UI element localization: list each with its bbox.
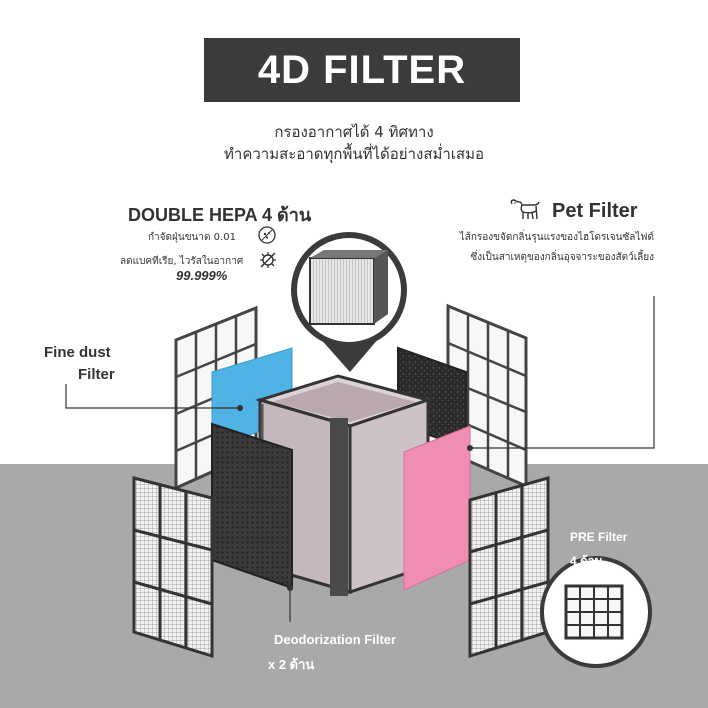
pre-filter-right-front bbox=[468, 476, 550, 659]
hepa-heading: DOUBLE HEPA 4 ด้าน bbox=[128, 205, 312, 225]
title-banner bbox=[204, 38, 520, 102]
pet-note-1: ไส้กรองขจัดกลิ่นรุนแรงของไฮโดรเจนซัลไฟด์ bbox=[459, 232, 654, 243]
deodorization-label-2: x 2 ด้าน bbox=[268, 657, 315, 672]
subtitle-line-2: ทำความสะอาดทุกพื้นที่ได้อย่างสม่ำเสมอ bbox=[224, 145, 484, 163]
pre-filter-left-front bbox=[132, 476, 214, 659]
subtitle-line-1: กรองอากาศได้ 4 ทิศทาง bbox=[274, 123, 434, 141]
page-title: 4D FILTER bbox=[257, 48, 467, 92]
deodorization-filter bbox=[211, 422, 293, 590]
hepa-percent: 99.999% bbox=[176, 268, 228, 283]
hepa-note-1: กำจัดฝุ่นขนาด 0.01 bbox=[148, 232, 236, 243]
pet-heading: Pet Filter bbox=[552, 200, 638, 222]
pre-filter-label-2: 4 ด้าน bbox=[570, 554, 603, 568]
dog-icon bbox=[506, 196, 546, 226]
fine-dust-label-2: Filter bbox=[78, 366, 115, 383]
pet-filter bbox=[403, 425, 471, 591]
fine-dust-leader bbox=[65, 384, 240, 409]
virus-icon bbox=[258, 250, 278, 274]
fine-dust-label-1: Fine dust bbox=[44, 344, 111, 361]
deodorization-label-1: Deodorization Filter bbox=[274, 632, 397, 647]
hepa-note-2: ลดแบคทีเรีย, ไวรัสในอากาศ bbox=[120, 256, 244, 267]
pet-leader bbox=[470, 296, 655, 449]
pre-filter-zoom-callout bbox=[540, 556, 652, 668]
pet-note-2: ซึ่งเป็นสาเหตุของกลิ่นอุจจาระของสัตว์เลี… bbox=[470, 252, 654, 263]
microscope-icon bbox=[258, 226, 276, 248]
pre-filter-label-1: PRE Filter bbox=[570, 530, 628, 544]
hepa-zoom-callout bbox=[291, 232, 407, 372]
